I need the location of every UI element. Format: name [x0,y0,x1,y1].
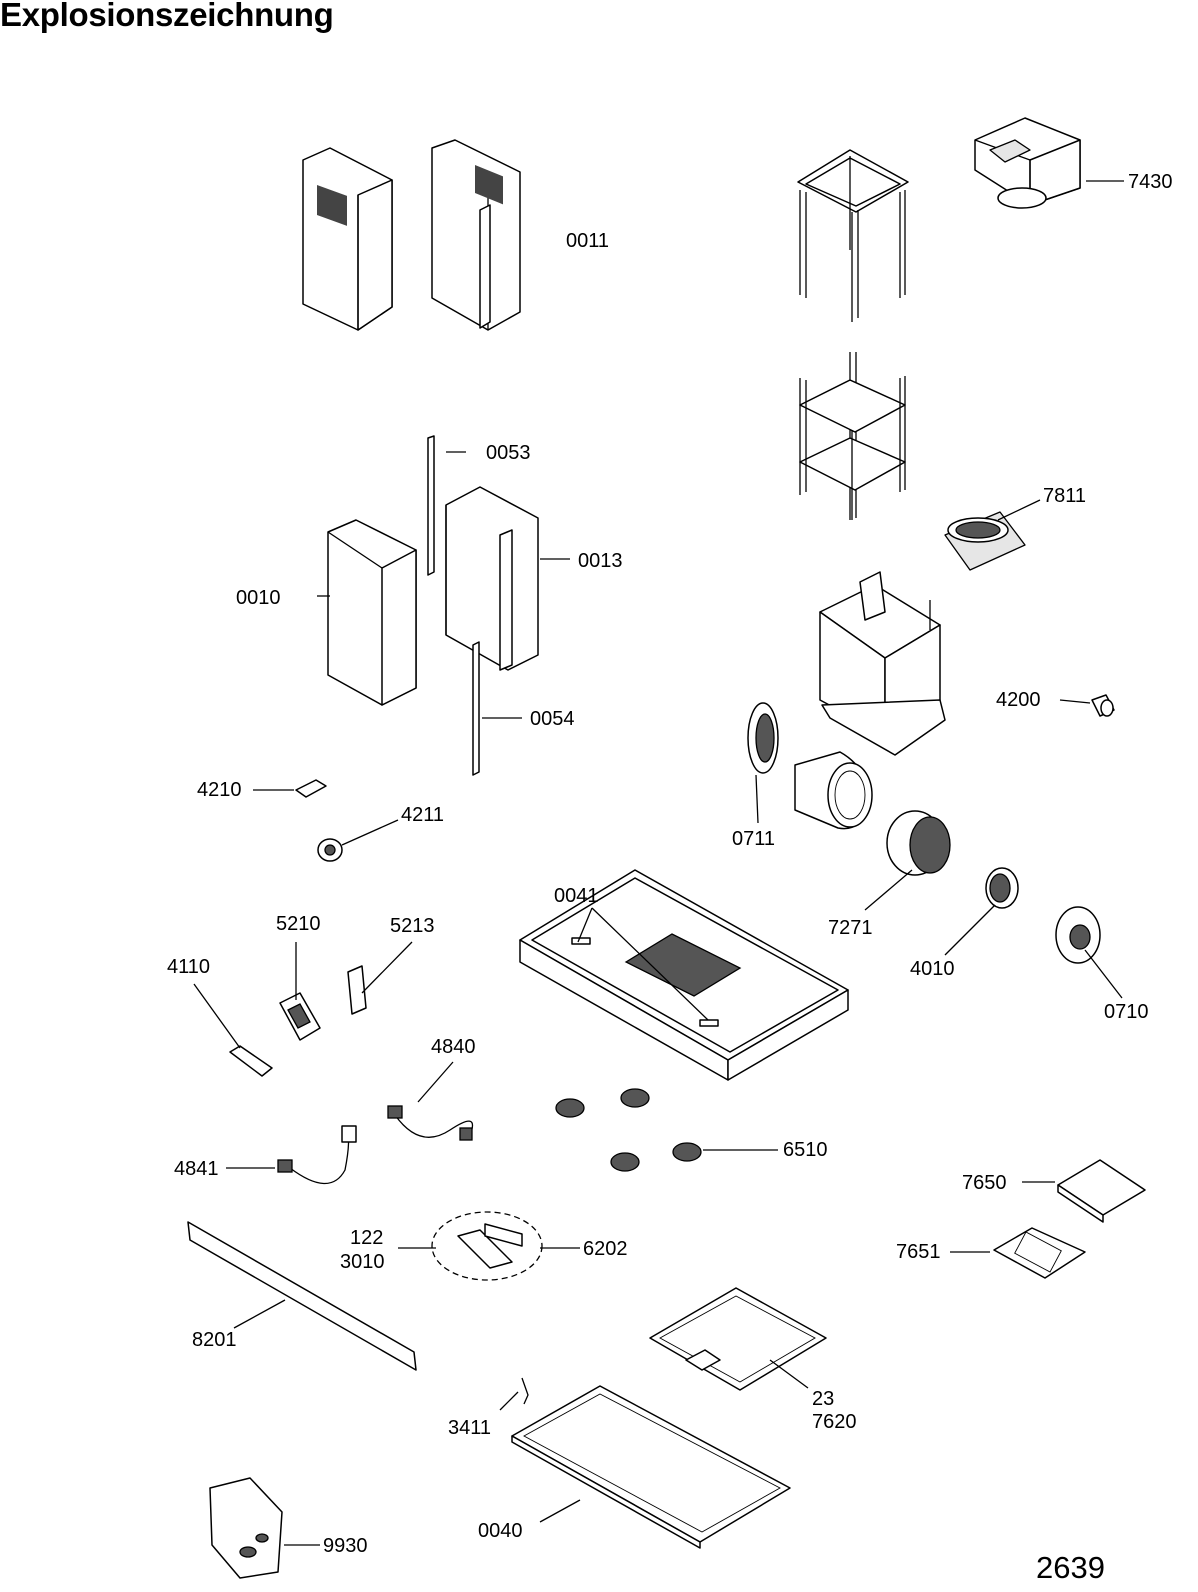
part-6510-control-knobs [555,1088,702,1172]
drawing-number: 2639 [1036,1550,1105,1585]
label-0710: 0710 [1104,1001,1149,1023]
part-4841-mains-cable [277,1125,357,1185]
part-motor-housing [819,571,946,756]
label-122: 122 [350,1227,383,1249]
part-4010-motor [985,867,1019,909]
label-0013: 0013 [578,550,623,572]
part-4211-grommet [317,838,343,862]
label-9930: 9930 [323,1535,368,1557]
part-7650-carbon-filter [1057,1159,1146,1223]
part-8201-trim-strip [187,1221,417,1371]
label-5210: 5210 [276,913,321,935]
part-7620-grease-filter [649,1287,827,1391]
label-4010: 4010 [910,958,955,980]
label-0041: 0041 [554,885,599,907]
part-0013-rear-cover [445,486,539,671]
label-0053: 0053 [486,442,531,464]
label-0011: 0011 [566,230,609,252]
label-3010: 3010 [340,1251,385,1273]
label-7650: 7650 [962,1172,1007,1194]
label-4110: 4110 [167,956,210,978]
part-4210-clip [295,779,327,798]
label-0711: 0711 [732,828,775,850]
label-6202: 6202 [583,1238,628,1260]
part-fan-housing-scroll [794,751,873,830]
part-6202-switch-assembly [431,1211,543,1281]
part-9930-accessory-bag [209,1477,283,1579]
label-4841: 4841 [174,1158,219,1180]
label-5213: 5213 [390,915,435,937]
label-8201: 8201 [192,1329,237,1351]
part-0040-bottom-panel [511,1385,791,1549]
label-0040: 0040 [478,1520,523,1542]
part-0710-inlet-cover [1055,906,1101,964]
label-7271: 7271 [828,917,873,939]
label-4840: 4840 [431,1036,476,1058]
part-5210-control-board [279,992,321,1041]
label-7430: 7430 [1128,171,1173,193]
label-0010: 0010 [236,587,281,609]
part-0711-inlet-ring [747,702,779,774]
label-4211: 4211 [401,804,444,826]
part-upper-support-frame [797,149,909,322]
part-0010-lower-chimney-cover [327,519,417,706]
part-5213-bracket [347,965,367,1015]
part-7430-air-outlet-box [974,117,1081,209]
part-7651-filter-frame [993,1227,1086,1279]
page-title: Explosionszeichnung [0,0,334,33]
label-6510: 6510 [783,1139,828,1161]
label-7811: 7811 [1043,485,1086,507]
label-7620: 7620 [812,1411,857,1433]
part-7271-fan-wheel [886,810,951,876]
label-23: 23 [812,1388,834,1410]
part-4110-lamp [229,1045,273,1077]
part-7811-flange-ring [944,511,1026,571]
label-0054: 0054 [530,708,575,730]
part-0054-strip [472,641,480,776]
part-3411-clip [521,1377,529,1405]
label-4200: 4200 [996,689,1041,711]
label-3411: 3411 [448,1417,491,1439]
part-4840-cable [387,1105,474,1141]
part-0053-strip [427,435,435,576]
label-7651: 7651 [896,1241,941,1263]
part-lower-support-frame [799,352,906,520]
part-0011-upper-chimney-cover [302,139,521,331]
part-4200-capacitor [1091,694,1115,717]
label-4210: 4210 [197,779,242,801]
